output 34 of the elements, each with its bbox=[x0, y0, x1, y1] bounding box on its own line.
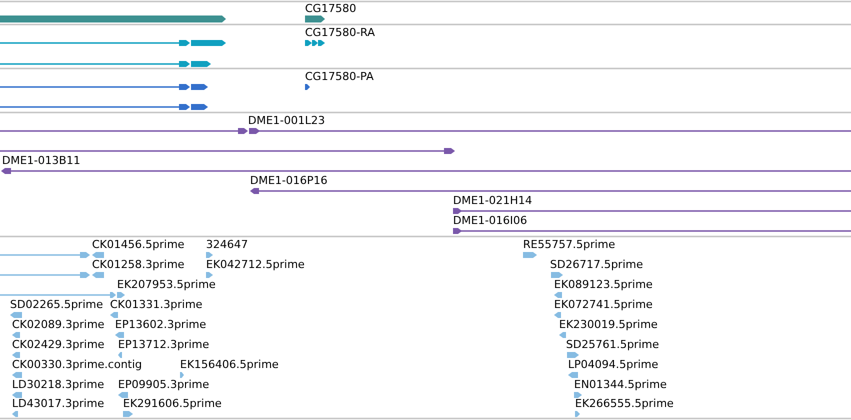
feature-label: EK207953.5prime bbox=[117, 279, 216, 291]
feature-label: EK291606.5prime bbox=[123, 398, 222, 410]
feature-label: EN01344.5prime bbox=[574, 379, 667, 391]
feature-label: DME1-016I06 bbox=[453, 215, 528, 227]
feature-label: SD02265.5prime bbox=[10, 299, 103, 311]
feature-label: DME1-016P16 bbox=[250, 175, 329, 187]
feature-label: EK156406.5prime bbox=[180, 359, 279, 371]
feature-label: EK266555.5prime bbox=[575, 398, 674, 410]
feature-label: SD26717.5prime bbox=[550, 259, 643, 271]
feature-label: DME1-001L23 bbox=[248, 115, 326, 127]
feature-label: CG17580 bbox=[305, 3, 356, 15]
feature-label: 324647 bbox=[206, 239, 248, 251]
feature-label: CK02429.3prime bbox=[12, 339, 104, 351]
feature-label: LD43017.3prime bbox=[12, 398, 104, 410]
feature-label: EK072741.5prime bbox=[554, 299, 653, 311]
feature-label: DME1-021H14 bbox=[453, 195, 534, 207]
feature-label: LP04094.5prime bbox=[568, 359, 658, 371]
feature-label: EK042712.5prime bbox=[206, 259, 305, 271]
feature-label: EP09905.3prime bbox=[118, 379, 210, 391]
feature-label: CG17580-RA bbox=[305, 27, 375, 39]
feature-label: CK01258.3prime bbox=[92, 259, 184, 271]
feature-label: EK230019.5prime bbox=[559, 319, 658, 331]
feature-label: EP13712.3prime bbox=[118, 339, 210, 351]
feature-label: LD30218.3prime bbox=[12, 379, 104, 391]
feature-label: EP13602.3prime bbox=[115, 319, 206, 331]
feature-label: SD25761.5prime bbox=[566, 339, 659, 351]
feature-label: CK01456.5prime bbox=[92, 239, 184, 251]
feature-label: RE55757.5prime bbox=[523, 239, 616, 251]
feature-label: CK02089.3prime bbox=[12, 319, 104, 331]
feature-label: CG17580-PA bbox=[305, 71, 374, 83]
feature-label: DME1-013B11 bbox=[1, 155, 82, 167]
feature-label: EK089123.5prime bbox=[554, 279, 653, 291]
feature-label: CK00330.3prime.contig bbox=[12, 359, 142, 371]
feature-label: CK01331.3prime bbox=[110, 299, 202, 311]
